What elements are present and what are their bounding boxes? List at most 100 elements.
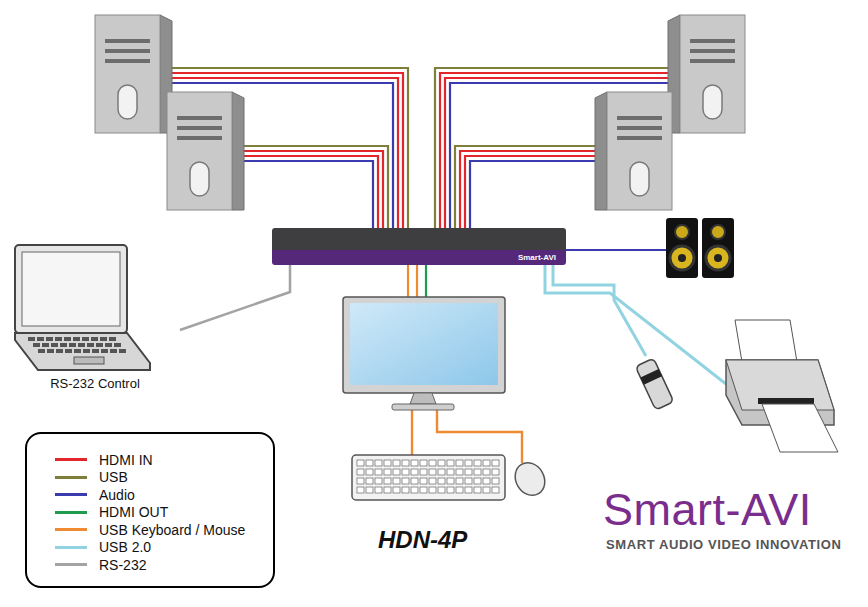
key bbox=[411, 478, 418, 484]
key bbox=[474, 469, 481, 475]
key bbox=[402, 460, 409, 466]
key bbox=[375, 487, 382, 493]
power-button bbox=[703, 85, 722, 119]
cable bbox=[411, 410, 413, 456]
key bbox=[474, 487, 481, 493]
monitor-frame bbox=[343, 297, 505, 393]
key bbox=[402, 469, 409, 475]
laptop-key bbox=[65, 349, 72, 353]
cable bbox=[455, 146, 607, 229]
drive-slot bbox=[617, 116, 662, 120]
laptop-key bbox=[64, 337, 71, 341]
printer-paper-out bbox=[762, 404, 838, 452]
key bbox=[411, 487, 418, 493]
computer-tower bbox=[595, 92, 672, 210]
printer bbox=[726, 320, 838, 452]
legend-row: RS-232 bbox=[55, 556, 273, 574]
key bbox=[456, 487, 463, 493]
laptop-key bbox=[56, 349, 63, 353]
tower-front bbox=[680, 15, 745, 133]
legend-box: HDMI INUSBAudioHDMI OUTUSB Keyboard / Mo… bbox=[25, 432, 275, 588]
woofer bbox=[706, 246, 730, 270]
legend-row: HDMI IN bbox=[55, 451, 273, 469]
speaker-body bbox=[702, 218, 734, 278]
legend-row: Audio bbox=[55, 486, 273, 504]
legend-text: USB 2.0 bbox=[99, 539, 151, 555]
key bbox=[357, 460, 364, 466]
tweeter bbox=[711, 225, 725, 239]
laptop-key bbox=[105, 343, 112, 347]
legend-swatch bbox=[55, 546, 87, 549]
legend-row: USB bbox=[55, 469, 273, 487]
drive-slot bbox=[105, 59, 150, 63]
cable bbox=[232, 156, 378, 229]
laptop-key bbox=[87, 343, 94, 347]
key bbox=[402, 478, 409, 484]
cable bbox=[160, 73, 403, 229]
key bbox=[375, 469, 382, 475]
key bbox=[393, 469, 400, 475]
tower-side bbox=[595, 92, 607, 210]
key bbox=[492, 487, 499, 493]
laptop-key bbox=[78, 343, 85, 347]
laptop-key bbox=[83, 349, 90, 353]
keyboard bbox=[352, 455, 505, 500]
laptop-key bbox=[46, 337, 53, 341]
woofer-cap bbox=[714, 254, 722, 262]
power-button bbox=[190, 162, 209, 196]
laptop-key bbox=[82, 337, 89, 341]
key bbox=[465, 469, 472, 475]
cable bbox=[566, 249, 668, 251]
key bbox=[384, 469, 391, 475]
drive-slot bbox=[690, 49, 735, 53]
printer-paper-in bbox=[735, 320, 797, 362]
cable bbox=[470, 161, 607, 229]
tower-side bbox=[232, 92, 244, 210]
key bbox=[483, 487, 490, 493]
monitor-screen bbox=[350, 303, 498, 385]
tower-front bbox=[607, 92, 672, 210]
key bbox=[492, 460, 499, 466]
drive-slot bbox=[105, 39, 150, 43]
laptop-touchpad bbox=[74, 357, 104, 364]
key bbox=[384, 487, 391, 493]
key bbox=[456, 469, 463, 475]
legend-text: Audio bbox=[99, 487, 135, 503]
legend-row: HDMI OUT bbox=[55, 504, 273, 522]
kvm-switch: Smart-AVI bbox=[272, 228, 566, 265]
key bbox=[366, 460, 373, 466]
legend-swatch bbox=[55, 476, 87, 479]
laptop-key bbox=[42, 343, 49, 347]
speaker bbox=[702, 218, 734, 278]
key bbox=[483, 478, 490, 484]
key bbox=[375, 460, 382, 466]
monitor bbox=[343, 297, 505, 410]
cable bbox=[416, 264, 418, 298]
cable bbox=[440, 73, 680, 229]
laptop-key bbox=[28, 337, 35, 341]
computer-tower bbox=[167, 92, 244, 210]
brand-logo: Smart-AVI bbox=[603, 484, 812, 536]
laptop-key bbox=[96, 343, 103, 347]
laptop-key bbox=[37, 337, 44, 341]
drive-slot bbox=[617, 126, 662, 130]
woofer-cap bbox=[678, 254, 686, 262]
legend-row: USB 2.0 bbox=[55, 539, 273, 557]
cable bbox=[232, 146, 388, 229]
laptop-key bbox=[101, 349, 108, 353]
key bbox=[429, 478, 436, 484]
key bbox=[357, 478, 364, 484]
key bbox=[411, 469, 418, 475]
cable bbox=[460, 151, 607, 229]
laptop bbox=[15, 245, 150, 370]
keyboard-body bbox=[352, 455, 505, 500]
key bbox=[492, 478, 499, 484]
drive-slot bbox=[177, 116, 222, 120]
cable bbox=[407, 264, 409, 298]
printer-slot bbox=[758, 398, 814, 404]
cable bbox=[545, 264, 726, 384]
drive-slot bbox=[690, 39, 735, 43]
key bbox=[429, 487, 436, 493]
tower-front bbox=[95, 15, 160, 133]
